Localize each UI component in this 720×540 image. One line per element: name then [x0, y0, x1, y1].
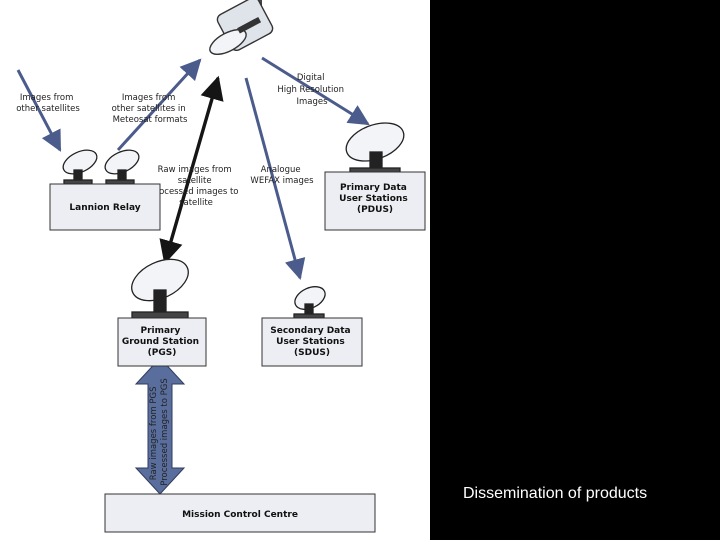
arrow-analogue	[244, 77, 306, 281]
box-sdus: Secondary Data User Stations (SDUS)	[261, 317, 363, 367]
arrow-images-other	[16, 69, 62, 152]
box-mission-control: Mission Control Centre	[104, 493, 376, 533]
svg-text:Primary Data User St: Primary Data User Stations (PDUS)	[339, 183, 411, 215]
slide-caption: Dissemination of products	[463, 485, 648, 502]
box-lannion-relay: Lannion Relay	[49, 183, 161, 231]
svg-text:Mission Control Centre: Mission Control Centre	[182, 510, 298, 520]
label-digital: Digital High Resolution Images	[277, 73, 346, 107]
dish-icon	[131, 258, 189, 319]
diagram-panel: Images from other satellites Images from…	[0, 0, 430, 540]
label-vertical: Raw images from PGS Processed images to …	[149, 378, 170, 486]
label-raw-processed: Raw images from satellite Processed imag…	[151, 165, 241, 208]
arrow-raw-processed	[159, 75, 224, 265]
svg-text:Primary Ground Stati: Primary Ground Station (PGS)	[122, 326, 202, 358]
arrow-meteosat-formats	[116, 58, 202, 152]
box-pgs: Primary Ground Station (PGS)	[117, 317, 207, 367]
label-images-meteosat: Images from other satellites in Meteosat…	[112, 93, 189, 125]
svg-text:Lannion Relay: Lannion Relay	[69, 203, 140, 213]
box-pdus: Primary Data User Stations (PDUS)	[324, 171, 426, 231]
svg-text:Secondary Data User: Secondary Data User Stations (SDUS)	[270, 326, 354, 358]
dissemination-diagram: Images from other satellites Images from…	[16, 0, 426, 533]
dish-icon	[345, 122, 405, 174]
dish-icon	[293, 286, 326, 319]
label-analogue: Analogue WEFAX images	[250, 165, 314, 186]
satellite-icon	[209, 0, 274, 56]
label-images-other: Images from other satellites	[16, 93, 80, 114]
arrow-digital	[261, 56, 370, 126]
dish-icon	[62, 149, 140, 185]
